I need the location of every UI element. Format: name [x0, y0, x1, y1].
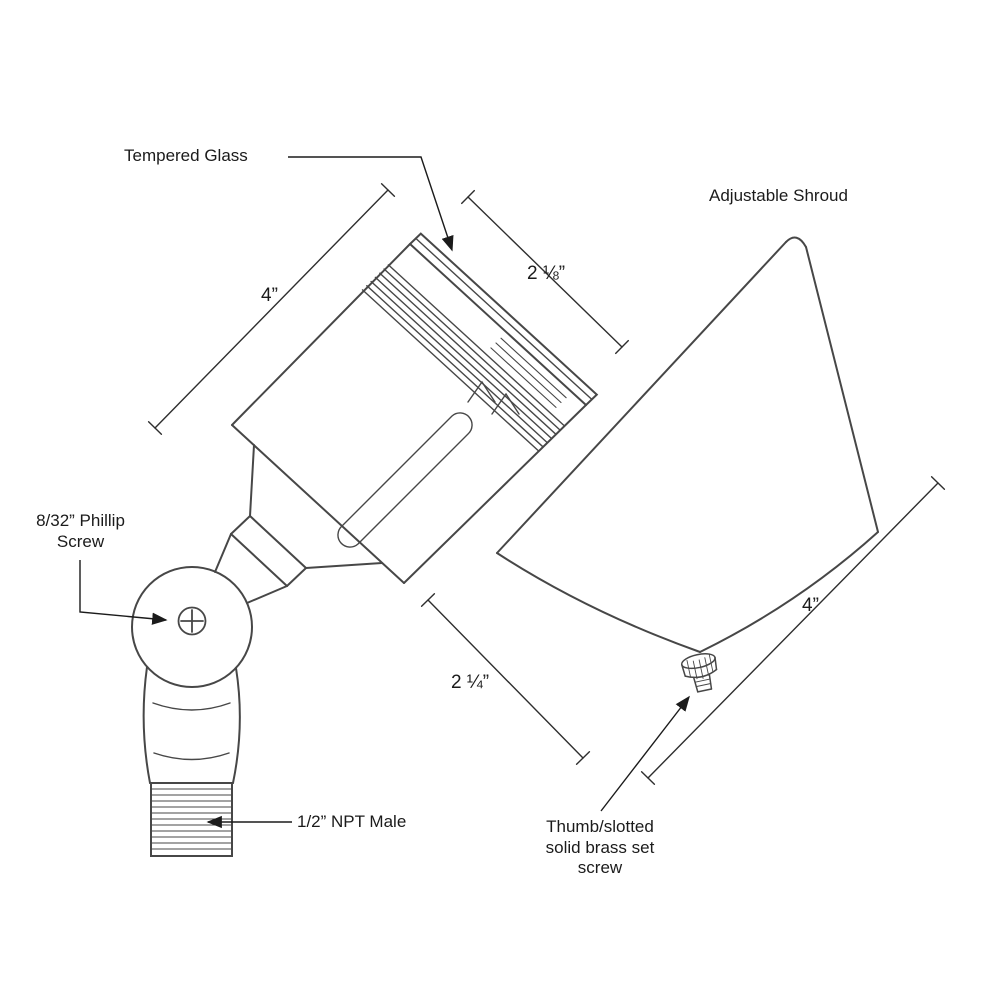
leader-phillip-screw [79, 560, 168, 625]
phillips-screw-icon [177, 606, 207, 636]
dim-body-length: 4” [261, 285, 278, 306]
leader-set-screw [600, 695, 690, 812]
label-adjustable-shroud: Adjustable Shroud [709, 186, 848, 205]
label-set-screw: Thumb/slotted solid brass set screw [545, 817, 655, 878]
npt-threads [150, 782, 233, 857]
dimension-body-length [147, 183, 396, 435]
dimension-body-diameter [420, 593, 591, 765]
dim-body-diameter: 2 ¼” [451, 672, 490, 693]
knuckle [131, 566, 253, 688]
dim-shroud-length: 4” [802, 595, 819, 616]
dimension-face-diameter [461, 189, 629, 355]
dimension-shroud-length [640, 476, 946, 785]
label-npt-male: 1/2” NPT Male [297, 812, 407, 831]
adjustable-shroud-part [496, 236, 879, 653]
swivel-yoke [142, 666, 241, 784]
lens-bezel [361, 232, 599, 452]
lamp-detail [337, 380, 520, 548]
dim-face-diameter: 2 ⅛” [527, 263, 566, 284]
label-phillip-screw: 8/32” Phillip Screw [36, 511, 125, 551]
label-tempered-glass: Tempered Glass [124, 146, 248, 165]
leader-tempered-glass [288, 156, 454, 252]
set-screw-part [680, 653, 718, 693]
